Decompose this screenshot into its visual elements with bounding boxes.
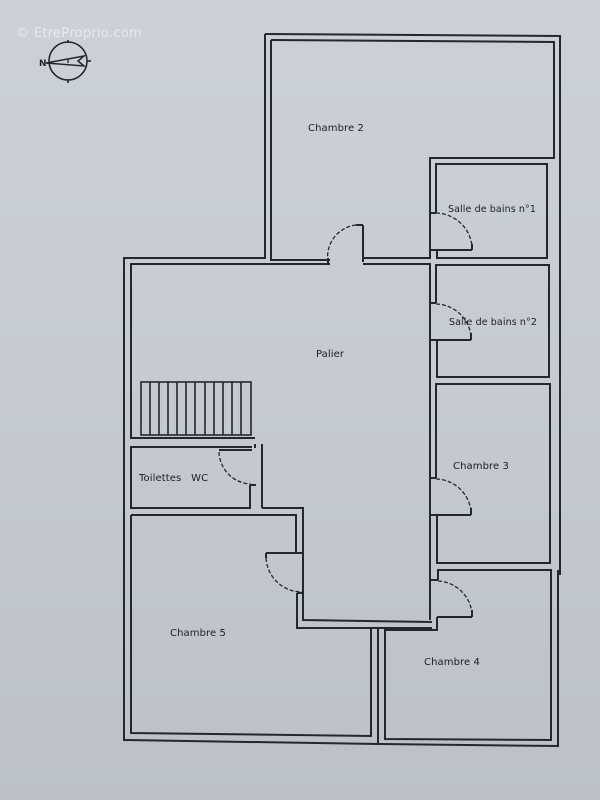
- compass-north-arrow-icon: N: [39, 40, 91, 83]
- chambre-3-walls: [430, 383, 551, 564]
- room-label-salle-de-bains-2: Salle de bains n°2: [449, 317, 537, 328]
- room-label-palier: Palier: [316, 349, 345, 360]
- outer-walls: [123, 33, 561, 748]
- toilettes-wc-walls: [130, 446, 256, 509]
- salle-de-bains-2-walls: [430, 264, 550, 378]
- svg-text:N: N: [39, 59, 47, 69]
- doors: [218, 212, 473, 618]
- room-label-chambre-4: Chambre 4: [424, 657, 481, 668]
- room-label-toilettes-wc: Toilettes WC: [139, 473, 209, 484]
- room-label-chambre-5: Chambre 5: [170, 628, 227, 639]
- watermark: © EtreProprio.com: [16, 26, 143, 41]
- room-label-chambre-2: Chambre 2: [308, 123, 365, 134]
- room-label-salle-de-bains-1: Salle de bains n°1: [448, 204, 536, 215]
- room-label-chambre-3: Chambre 3: [453, 461, 510, 472]
- salle-de-bains-1-walls: [430, 163, 548, 259]
- chambre-4-walls: [377, 569, 552, 744]
- palier-walls: [130, 263, 433, 623]
- staircase-icon: [140, 381, 252, 436]
- chambre-5-walls: [130, 514, 378, 738]
